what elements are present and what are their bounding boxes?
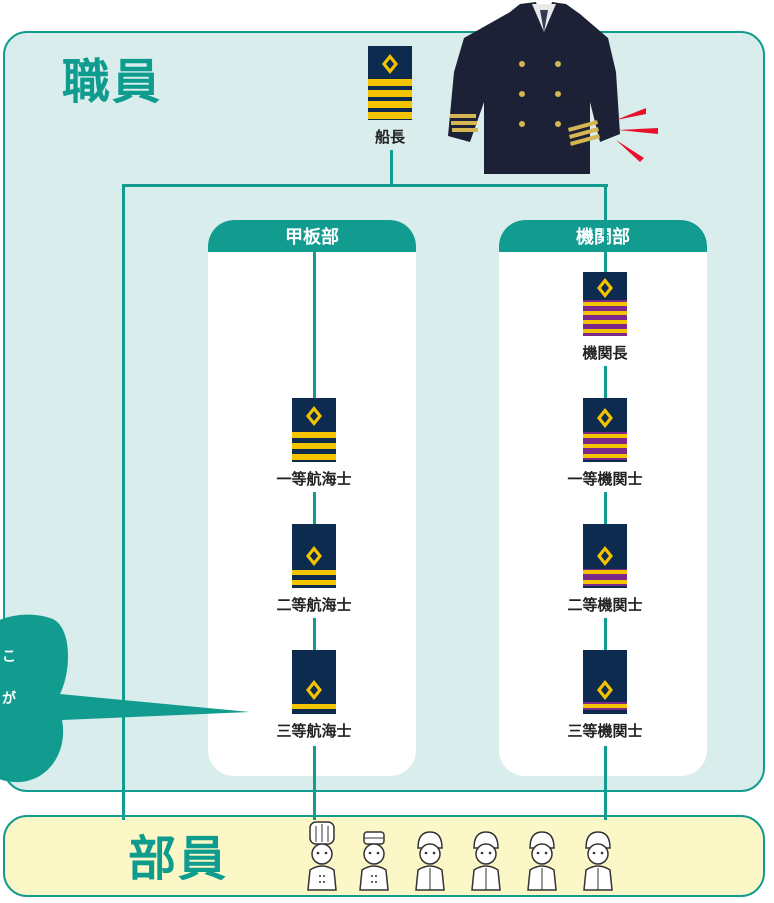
engine-top-line — [604, 184, 607, 274]
deck-department-column: 甲板部 — [208, 220, 416, 776]
speech-bubble — [0, 614, 250, 783]
deck-bottom-line — [313, 746, 316, 820]
deck-link-2 — [313, 618, 316, 652]
chief-engineer-label: 機関長 — [582, 344, 628, 362]
engine-link-2 — [604, 492, 607, 526]
engine-department-header: 機関部 — [499, 220, 707, 252]
deck-rank-third-officer: 三等航海士 — [244, 650, 384, 741]
captain-jacket-icon — [448, 2, 658, 174]
third-engineer-insignia-icon — [583, 650, 627, 714]
deck-rank-first-officer: 一等航海士 — [244, 398, 384, 489]
captain-insignia-icon — [368, 46, 412, 120]
third-officer-label: 三等航海士 — [276, 722, 352, 740]
speech-bubble-line-2: が — [2, 691, 16, 707]
deck-department-header: 甲板部 — [208, 220, 416, 252]
worker-icon — [583, 831, 613, 891]
worker-icon — [471, 831, 501, 891]
first-officer-label: 一等航海士 — [276, 470, 352, 488]
captain-rank: 船長 — [320, 46, 460, 147]
engine-link-1 — [604, 366, 607, 400]
second-officer-insignia-icon — [292, 524, 336, 588]
speech-bubble-line-1: こ — [2, 649, 16, 665]
captain-label: 船長 — [374, 128, 405, 146]
deck-link-1 — [313, 492, 316, 526]
third-engineer-label: 三等機関士 — [567, 722, 643, 740]
second-engineer-insignia-icon — [583, 524, 627, 588]
worker-icon — [415, 831, 445, 891]
deck-rank-second-officer: 二等航海士 — [244, 524, 384, 615]
engine-rank-first-engineer: 一等機関士 — [535, 398, 675, 489]
chief-engineer-insignia-icon — [583, 272, 627, 336]
second-officer-label: 二等航海士 — [276, 596, 352, 614]
deck-top-line — [313, 250, 316, 398]
first-engineer-label: 一等機関士 — [567, 470, 643, 488]
chef-icon — [307, 821, 337, 891]
engine-rank-chief-engineer: 機関長 — [535, 272, 675, 363]
worker-icon — [527, 831, 557, 891]
engine-bottom-line — [604, 746, 607, 820]
third-officer-insignia-icon — [292, 650, 336, 714]
top-horizontal-line — [122, 184, 608, 187]
crew-heading: 部員 — [128, 831, 229, 887]
engine-rank-third-engineer: 三等機関士 — [535, 650, 675, 741]
left-vertical-line — [122, 184, 125, 820]
first-engineer-insignia-icon — [583, 398, 627, 462]
engine-rank-second-engineer: 二等機関士 — [535, 524, 675, 615]
officers-heading: 職員 — [62, 54, 163, 110]
first-officer-insignia-icon — [292, 398, 336, 462]
captain-stem-line — [390, 150, 393, 186]
cook-icon — [359, 831, 389, 891]
engine-link-3 — [604, 618, 607, 652]
second-engineer-label: 二等機関士 — [567, 596, 643, 614]
